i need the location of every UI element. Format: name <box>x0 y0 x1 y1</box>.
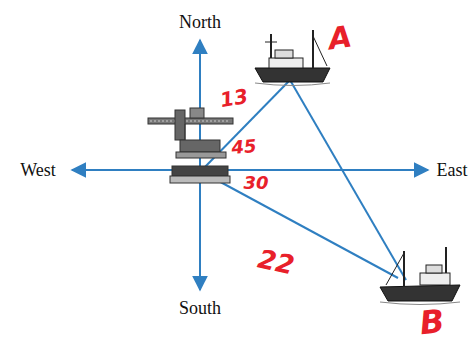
distance-label: 13 <box>219 86 250 111</box>
angle-label: 45 <box>231 137 258 157</box>
course-line <box>290 80 406 280</box>
ship <box>380 247 460 305</box>
point-label: A <box>326 22 353 55</box>
ship <box>255 30 330 86</box>
course-line <box>202 172 398 278</box>
direction-label: East <box>437 161 468 179</box>
east-axis <box>200 169 428 171</box>
south-axis <box>199 170 201 290</box>
direction-label: West <box>20 161 56 179</box>
angle-label: 30 <box>243 174 268 192</box>
direction-label: North <box>179 13 221 31</box>
distance-label: 22 <box>256 246 297 279</box>
direction-label: South <box>179 299 221 317</box>
harbor-crane <box>148 108 233 183</box>
point-label: B <box>418 305 446 339</box>
